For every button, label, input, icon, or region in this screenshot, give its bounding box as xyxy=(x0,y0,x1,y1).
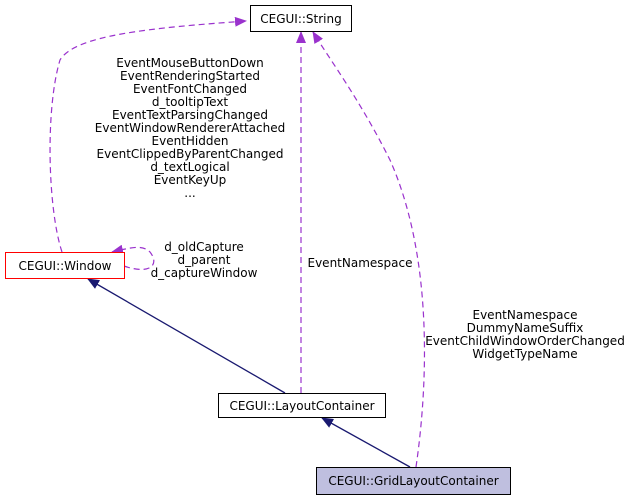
edge-label-line: EventRenderingStarted xyxy=(120,69,260,83)
edge-label-window-to-string: EventMouseButtonDown EventRenderingStart… xyxy=(90,57,290,200)
edge-label-line: ... xyxy=(184,186,196,200)
edge-label-line: d_tooltipText xyxy=(151,95,229,109)
edge-label-line: EventMouseButtonDown xyxy=(116,56,264,70)
node-cegui-gridlayoutcontainer[interactable]: CEGUI::GridLayoutContainer xyxy=(316,467,511,495)
edge-label-line: d_textLogical xyxy=(150,160,230,174)
node-cegui-layoutcontainer[interactable]: CEGUI::LayoutContainer xyxy=(218,393,386,418)
edge-label-line: EventWindowRendererAttached xyxy=(94,121,286,135)
edge-label-window-self: d_oldCapture d_parent d_captureWindow xyxy=(145,241,263,280)
edge-label-line: EventKeyUp xyxy=(153,173,227,187)
edge-label-line: EventClippedByParentChanged xyxy=(96,147,284,161)
edge-label-line: EventChildWindowOrderChanged xyxy=(425,334,625,348)
edge-grid-to-string xyxy=(312,31,426,468)
node-cegui-layoutcontainer-label: CEGUI::LayoutContainer xyxy=(229,398,375,413)
edge-window-to-string xyxy=(49,16,247,253)
edge-label-grid-to-string: EventNamespace DummyNameSuffix EventChil… xyxy=(424,309,626,361)
edge-grid-inherits-layout xyxy=(321,417,411,468)
edge-layout-inherits-window xyxy=(87,278,286,394)
node-cegui-string[interactable]: CEGUI::String xyxy=(250,5,352,32)
edge-label-line: d_captureWindow xyxy=(150,266,258,280)
edge-label-line: d_parent xyxy=(177,253,231,267)
node-cegui-gridlayoutcontainer-label: CEGUI::GridLayoutContainer xyxy=(328,474,499,488)
edge-label-line: d_oldCapture xyxy=(164,240,244,254)
edge-label-line: EventFontChanged xyxy=(132,82,248,96)
edge-label-line: EventNamespace xyxy=(472,308,578,322)
edge-label-line: EventTextParsingChanged xyxy=(112,108,268,122)
node-cegui-window-label: CEGUI::Window xyxy=(18,258,112,273)
edge-label-line: DummyNameSuffix xyxy=(466,321,584,335)
edge-label-layout-to-string: EventNamespace xyxy=(300,257,420,270)
node-cegui-string-label: CEGUI::String xyxy=(260,11,342,26)
edge-label-line: WidgetTypeName xyxy=(472,347,578,361)
edge-window-self xyxy=(111,244,155,271)
edge-label-line: EventNamespace xyxy=(307,256,413,270)
node-cegui-window[interactable]: CEGUI::Window xyxy=(5,252,125,279)
edge-label-line: EventHidden xyxy=(151,134,229,148)
